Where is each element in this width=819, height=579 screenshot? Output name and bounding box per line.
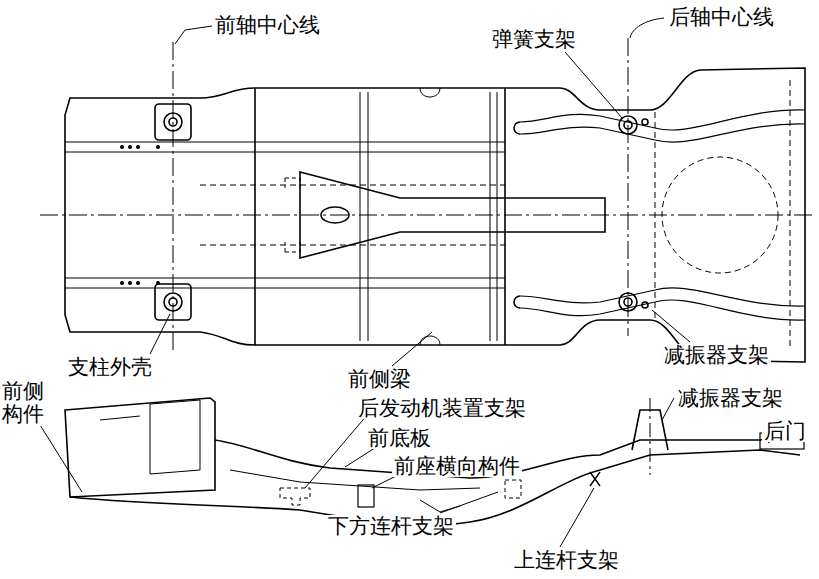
part-label: 支柱外壳 (66, 356, 154, 378)
part-label: 前侧梁 (346, 368, 413, 390)
part-label: 下方连杆支架 (326, 515, 456, 537)
part-label: 后轴中心线 (667, 6, 776, 28)
part-label: 后发动机装置支架 (356, 397, 528, 419)
part-label: 前座横向构件 (392, 455, 522, 477)
part-label: 前轴中心线 (213, 14, 322, 36)
part-label: 前底板 (366, 427, 433, 449)
part-label: 减振器支架 (662, 344, 771, 366)
part-label: 上连杆支架 (512, 549, 621, 571)
part-label: 减振器支架 (676, 387, 785, 409)
part-label: 后门 (762, 420, 808, 442)
part-label: 弹簧支架 (490, 28, 578, 50)
part-label: 前侧 构件 (0, 380, 46, 426)
